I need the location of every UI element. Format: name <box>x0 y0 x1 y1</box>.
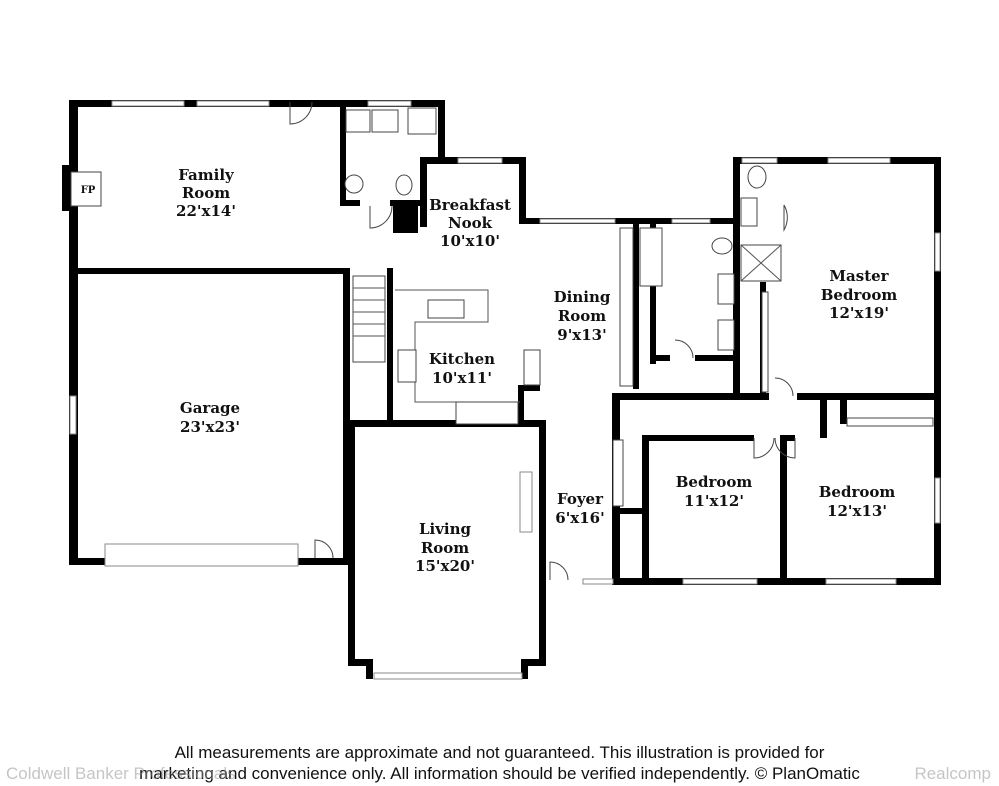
dining-room-size: 9'x13' <box>557 326 606 344</box>
kitchen-size: 10'x11' <box>432 369 492 387</box>
bedroom-right-size: 12'x13' <box>827 502 887 520</box>
doors <box>289 101 796 581</box>
dining-room-name-line2: Room <box>558 307 606 325</box>
living-room-name-line2: Room <box>421 539 469 557</box>
foyer-name: Foyer <box>557 490 604 508</box>
disclaimer-line2: marketing and convenience only. All info… <box>139 764 860 783</box>
living-room-name-line1: Living <box>419 520 472 538</box>
disclaimer: All measurements are approximate and not… <box>0 742 999 784</box>
breakfast-nook-size: 10'x10' <box>440 232 500 250</box>
living-room-size: 15'x20' <box>415 557 475 575</box>
dining-room-name-line1: Dining <box>554 288 611 306</box>
disclaimer-line1: All measurements are approximate and not… <box>174 743 825 762</box>
windows <box>69 100 941 680</box>
bedroom-right-name: Bedroom <box>819 483 896 501</box>
watermark-left: Coldwell Banker Professionals <box>6 764 236 783</box>
fireplace-label: FP <box>81 185 96 196</box>
family-room-name-line1: Family <box>178 166 235 184</box>
family-room-name-line2: Room <box>182 184 230 202</box>
master-bedroom-name-line1: Master <box>829 267 889 285</box>
master-bedroom-size: 12'x19' <box>829 304 889 322</box>
breakfast-nook-name-line2: Nook <box>448 214 493 232</box>
watermark-right: Realcomp <box>914 764 991 783</box>
kitchen-name: Kitchen <box>429 350 495 368</box>
garage-size: 23'x23' <box>180 418 240 436</box>
garage-name: Garage <box>180 399 240 417</box>
master-bedroom-name-line2: Bedroom <box>821 286 898 304</box>
bedroom-middle-name: Bedroom <box>676 473 753 491</box>
foyer-size: 6'x16' <box>555 509 604 527</box>
family-room-size: 22'x14' <box>176 202 236 220</box>
room-labels: Family Room 22'x14' FP Breakfast Nook 10… <box>81 166 898 575</box>
breakfast-nook-name-line1: Breakfast <box>429 196 511 214</box>
bedroom-middle-size: 11'x12' <box>684 492 744 510</box>
fixtures <box>70 107 934 507</box>
